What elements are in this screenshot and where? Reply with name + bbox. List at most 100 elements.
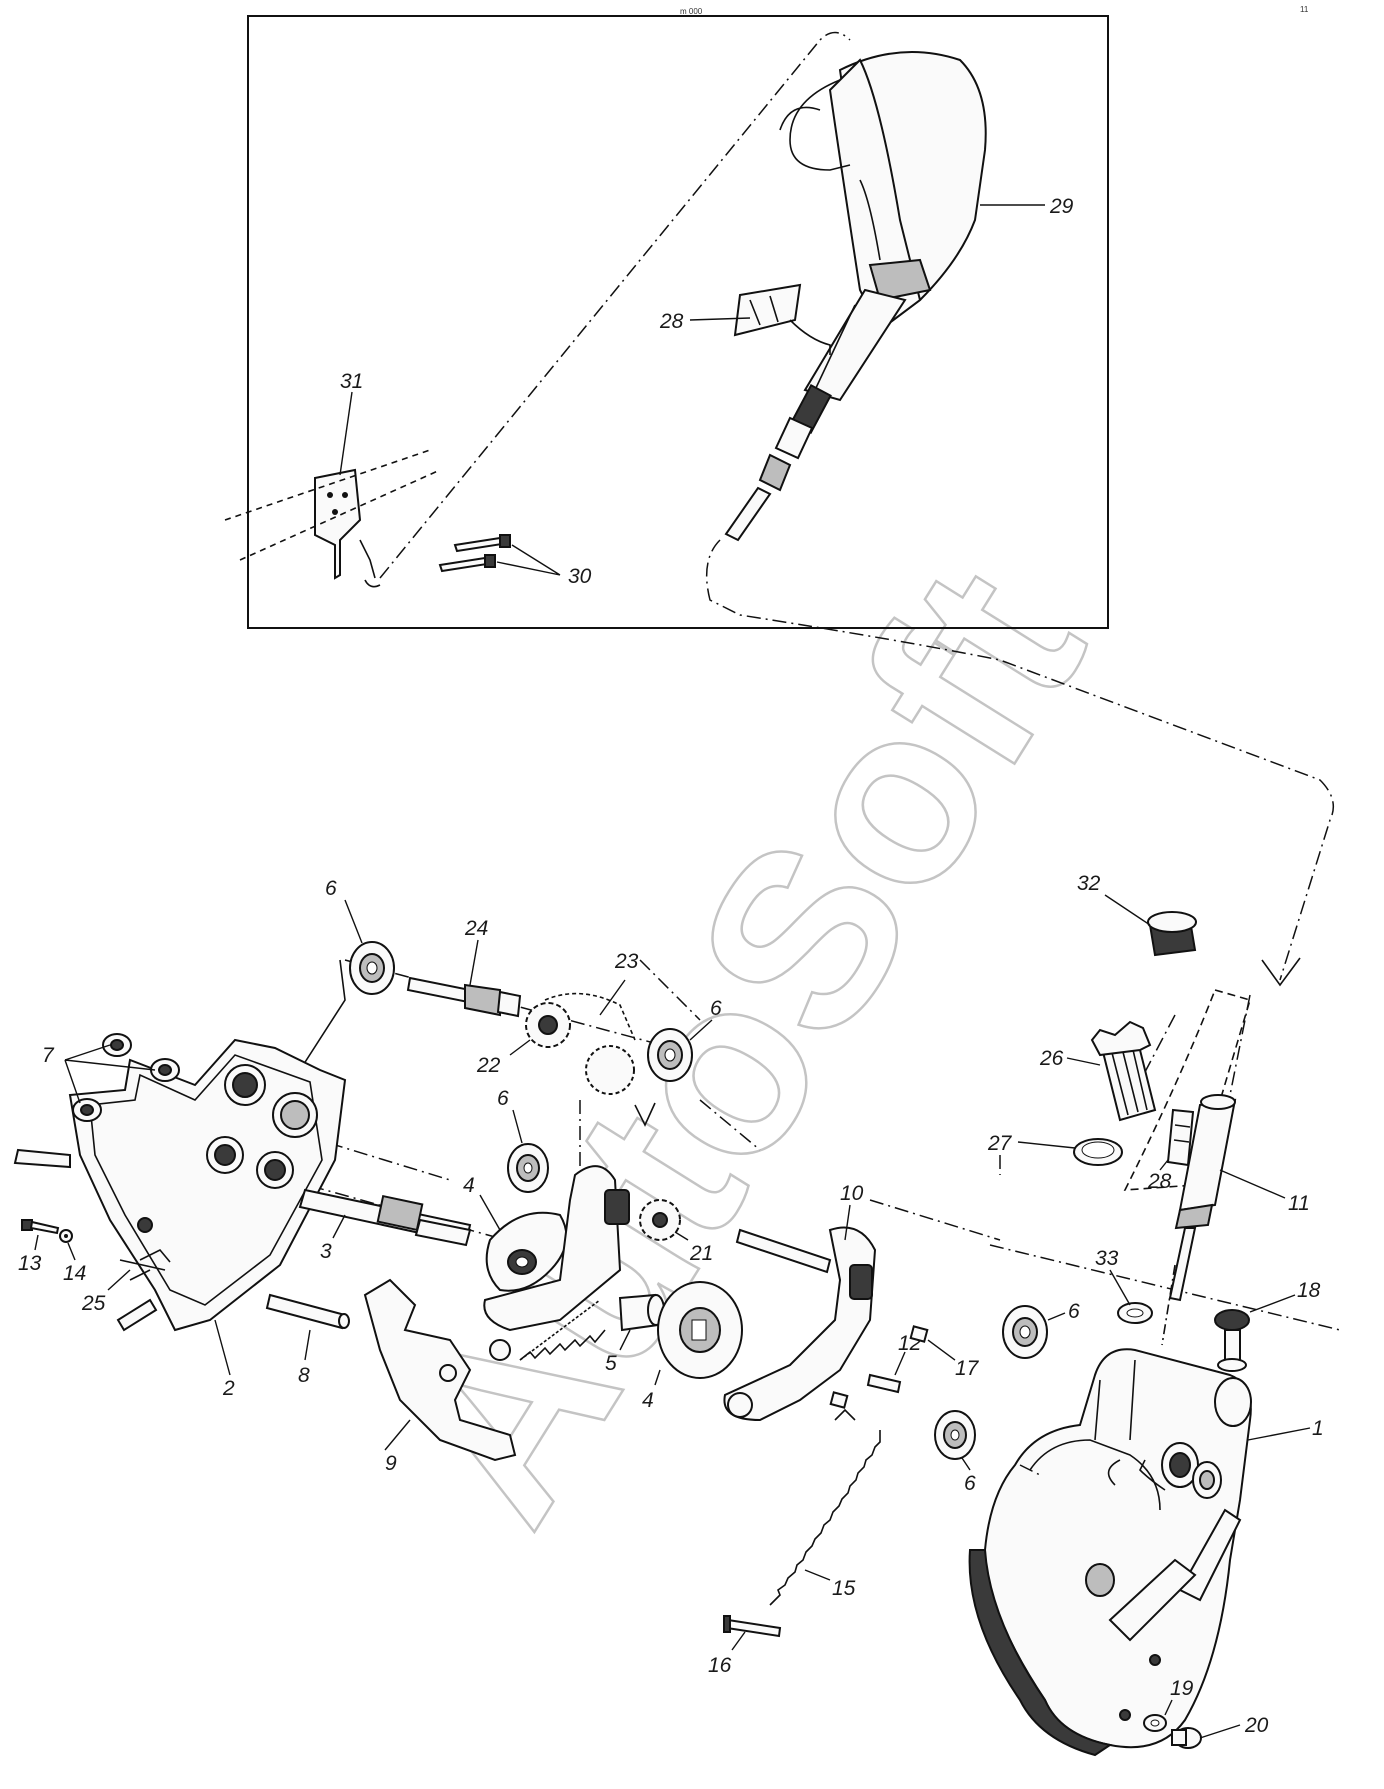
- part-13-screw: [21, 1219, 60, 1235]
- label-26: 26: [1039, 1047, 1064, 1070]
- label-22: 22: [476, 1054, 501, 1077]
- leader-9: [384, 1419, 411, 1451]
- housing-curved-arrow: [1107, 1459, 1121, 1486]
- arm-return-spring: [519, 1329, 606, 1361]
- label-3: 3: [320, 1240, 332, 1263]
- leader-31: [339, 391, 353, 476]
- part-22-sprocket: [525, 1002, 571, 1048]
- leader-12: [894, 1351, 906, 1376]
- cable-end-guide: [1161, 1264, 1176, 1346]
- leader-6-mid: [512, 1109, 523, 1144]
- leader-20: [1199, 1724, 1241, 1739]
- spring-arrow: [834, 1408, 856, 1421]
- part-14-washer: [59, 1229, 73, 1243]
- leader-32: [1104, 894, 1151, 926]
- part-30-screws: [438, 534, 511, 573]
- cable-route-line: [705, 539, 1335, 981]
- label-25: 25: [81, 1292, 106, 1315]
- label-31: 31: [340, 370, 363, 393]
- label-4-lower: 4: [642, 1389, 654, 1412]
- inset-frame: [247, 15, 1109, 629]
- group-outline: [1123, 989, 1251, 1191]
- label-16: 16: [708, 1654, 732, 1677]
- part-33-washer: [1117, 1302, 1153, 1324]
- part-16-pin: [723, 1615, 782, 1638]
- label-6-bottom: 6: [964, 1472, 976, 1495]
- part-32-cap: [1147, 911, 1197, 957]
- label-7: 7: [42, 1044, 55, 1067]
- part-3-shaft: [298, 1188, 472, 1247]
- label-24: 24: [464, 917, 488, 940]
- label-17: 17: [955, 1357, 980, 1380]
- leader-11: [1219, 1169, 1286, 1199]
- part-25-tube: [13, 1148, 166, 1332]
- part-17-pin: [829, 1325, 929, 1409]
- part-6-bearing-mid: [507, 1143, 549, 1193]
- leader-28-right: [1159, 1159, 1169, 1171]
- inset-panel: 29 28 31 30: [224, 15, 1335, 987]
- leader-6-right: [689, 1019, 713, 1041]
- label-21: 21: [689, 1242, 713, 1265]
- label-6-lower: 6: [1068, 1300, 1080, 1323]
- part-28-inset-sleeve: [733, 283, 831, 355]
- leader-19: [1164, 1699, 1173, 1716]
- label-10: 10: [840, 1182, 864, 1205]
- leader-23: [599, 979, 626, 1016]
- leader-17: [927, 1339, 956, 1361]
- label-13: 13: [18, 1252, 42, 1275]
- inset-guide-line: [379, 31, 851, 579]
- cable-route-arrow: [1261, 957, 1301, 987]
- part-12-pin: [866, 1373, 902, 1394]
- leader-7: [64, 1044, 156, 1104]
- part-7-plugs: [72, 1033, 180, 1122]
- label-9: 9: [385, 1452, 397, 1475]
- part-6-bearing-top: [349, 941, 395, 995]
- part-27-ring: [1073, 1138, 1123, 1166]
- leader-26: [1066, 1057, 1101, 1066]
- part-2-cover-plate: [68, 1038, 347, 1332]
- part-21-sprocket: [639, 1199, 681, 1241]
- leader-30: [496, 544, 561, 576]
- housing-guide-line: [1019, 1464, 1041, 1476]
- part-10-arm: [723, 1226, 877, 1422]
- leader-33: [1109, 1269, 1131, 1306]
- crank-arm-upper: [483, 1165, 630, 1361]
- leader-5: [619, 1329, 631, 1351]
- leader-4-lower: [654, 1369, 661, 1386]
- label-33: 33: [1095, 1247, 1119, 1270]
- part-6-bearing-lower: [1002, 1305, 1048, 1359]
- leader-16: [731, 1631, 746, 1651]
- part-4-cam-lower: [657, 1281, 743, 1379]
- leader-22: [509, 1039, 531, 1056]
- leader-4-upper: [479, 1194, 501, 1231]
- part-9-lever: [363, 1278, 517, 1462]
- leader-13: [34, 1234, 39, 1251]
- page-mark: m 000: [680, 7, 703, 16]
- part-29-cable-housing: [724, 51, 987, 542]
- part-1-housing: [968, 1348, 1252, 1757]
- label-27: 27: [987, 1132, 1013, 1155]
- leader-18: [1249, 1294, 1296, 1313]
- label-4-upper: 4: [463, 1174, 475, 1197]
- label-5: 5: [605, 1352, 617, 1375]
- label-15: 15: [832, 1577, 856, 1600]
- part-11-cable-end: [1168, 1094, 1237, 1302]
- leader-15: [804, 1569, 831, 1581]
- label-6-right: 6: [710, 997, 722, 1020]
- corner-mark: 11: [1300, 5, 1309, 14]
- leader-6-lower: [1047, 1312, 1066, 1321]
- inset-dashed-line-1: [224, 449, 431, 521]
- part-31-bracket: [314, 468, 376, 580]
- leader-6-bottom: [961, 1457, 971, 1471]
- part-24-shaft: [406, 976, 522, 1018]
- part-15-spring: [769, 1430, 881, 1606]
- leader-3: [332, 1214, 346, 1239]
- label-1: 1: [1312, 1417, 1324, 1440]
- part-26-sleeve: [1090, 1020, 1157, 1122]
- leader-1: [1247, 1427, 1311, 1441]
- label-30: 30: [568, 565, 592, 588]
- part-19-washer: [1143, 1714, 1167, 1732]
- part-4-cam-upper: [485, 1211, 568, 1292]
